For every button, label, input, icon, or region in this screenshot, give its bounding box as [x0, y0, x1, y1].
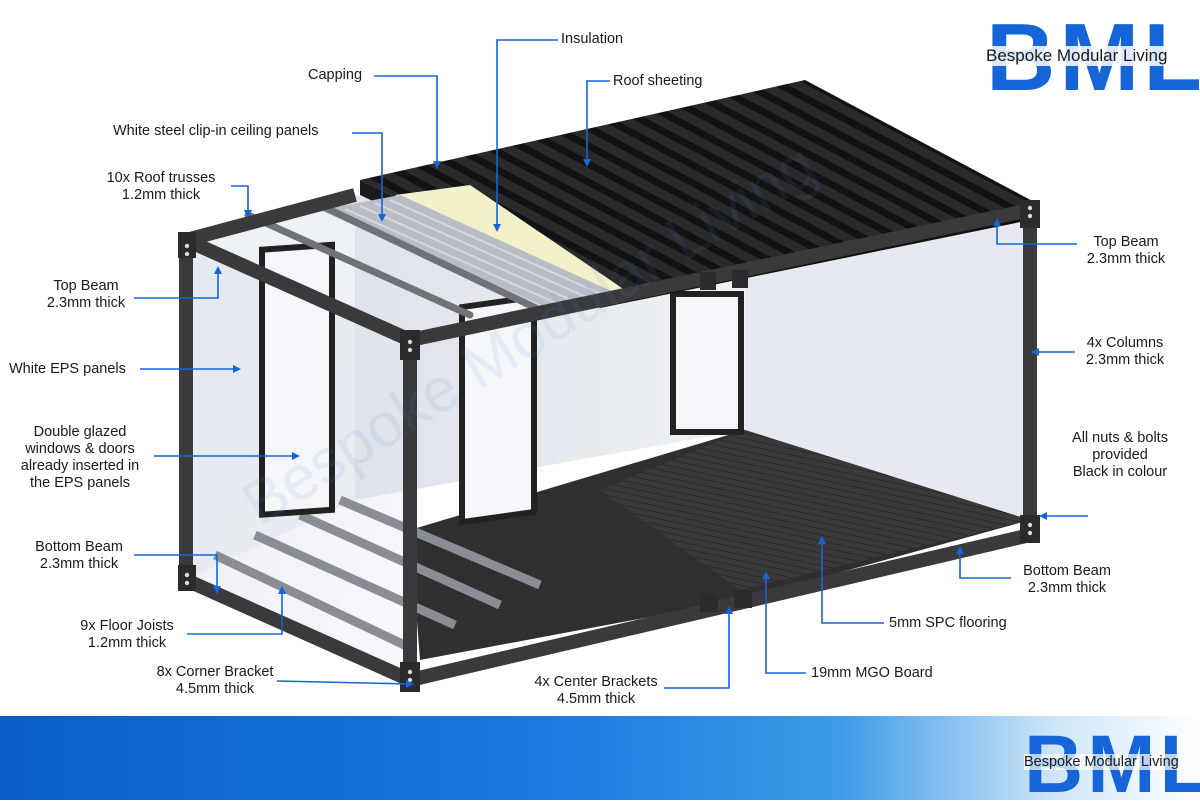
label-roof-trusses: 10x Roof trusses 1.2mm thick: [96, 170, 226, 204]
label-bottom-beam-right-line2: 2.3mm thick: [1027, 580, 1107, 596]
label-top-beam-left: Top Beam 2.3mm thick: [36, 278, 136, 312]
label-nuts-bolts-line1: All nuts & bolts: [1072, 430, 1168, 446]
logo-footer: BML Bespoke Modular Living: [1024, 724, 1200, 806]
footer-bar: [0, 716, 1200, 800]
label-floor-joists-line1: 9x Floor Joists: [80, 618, 174, 634]
label-double-glazed-line3: already inserted in: [20, 458, 140, 474]
label-top-beam-right: Top Beam 2.3mm thick: [1074, 234, 1178, 268]
label-columns: 4x Columns 2.3mm thick: [1072, 335, 1178, 369]
label-double-glazed-line2: windows & doors: [25, 441, 135, 457]
label-corner-bracket-line2: 4.5mm thick: [175, 681, 255, 697]
floor-joists: [213, 495, 542, 655]
steel-frame: [179, 188, 1037, 691]
floor: [410, 430, 1030, 660]
leader-lines: [134, 39, 1088, 689]
label-columns-line1: 4x Columns: [1086, 335, 1164, 351]
logo-top: BML Bespoke Modular Living: [986, 10, 1200, 106]
label-top-beam-right-line1: Top Beam: [1093, 234, 1159, 250]
label-white-eps: White EPS panels: [9, 361, 126, 377]
bolt-holes: [184, 205, 1033, 683]
label-mgo-board: 19mm MGO Board: [811, 665, 933, 681]
label-center-brackets-line1: 4x Center Brackets: [534, 674, 658, 690]
label-columns-line2: 2.3mm thick: [1085, 352, 1165, 368]
label-nuts-bolts-line2: provided: [1092, 447, 1148, 463]
label-center-brackets: 4x Center Brackets 4.5mm thick: [528, 674, 664, 708]
logo-top-tagline: Bespoke Modular Living: [986, 46, 1168, 66]
label-center-brackets-line2: 4.5mm thick: [556, 691, 636, 707]
label-spc-flooring: 5mm SPC flooring: [889, 615, 1007, 631]
label-roof-trusses-line1: 10x Roof trusses: [106, 170, 216, 186]
label-top-beam-right-line2: 2.3mm thick: [1086, 251, 1166, 267]
label-double-glazed-line4: the EPS panels: [30, 475, 130, 491]
label-double-glazed-line1: Double glazed: [33, 424, 127, 440]
logo-footer-tagline: Bespoke Modular Living: [1024, 754, 1179, 770]
label-nuts-bolts: All nuts & bolts provided Black in colou…: [1058, 430, 1182, 481]
label-nuts-bolts-line3: Black in colour: [1072, 464, 1168, 480]
label-corner-bracket: 8x Corner Bracket 4.5mm thick: [150, 664, 280, 698]
windows: [259, 241, 744, 526]
label-ceiling-panels: White steel clip-in ceiling panels: [113, 123, 319, 139]
label-bottom-beam-right: Bottom Beam 2.3mm thick: [1008, 563, 1126, 597]
label-insulation: Insulation: [561, 31, 624, 47]
label-top-beam-left-line1: Top Beam: [53, 278, 119, 294]
label-bottom-beam-left: Bottom Beam 2.3mm thick: [20, 539, 138, 573]
corner-brackets: [178, 200, 1040, 692]
label-roof-sheeting: Roof sheeting: [613, 73, 703, 89]
label-top-beam-left-line2: 2.3mm thick: [46, 295, 126, 311]
label-corner-bracket-line1: 8x Corner Bracket: [156, 664, 274, 680]
label-floor-joists-line2: 1.2mm thick: [87, 635, 167, 651]
right-end-wall: [745, 210, 1030, 520]
label-bottom-beam-right-line1: Bottom Beam: [1023, 563, 1111, 579]
label-capping: Capping: [308, 67, 363, 83]
leader-arrowheads: [213, 159, 1047, 688]
label-roof-trusses-line2: 1.2mm thick: [121, 187, 201, 203]
label-floor-joists: 9x Floor Joists 1.2mm thick: [68, 618, 186, 652]
label-bottom-beam-left-line1: Bottom Beam: [35, 539, 123, 555]
label-bottom-beam-left-line2: 2.3mm thick: [39, 556, 119, 572]
label-double-glazed: Double glazed windows & doors already in…: [6, 424, 154, 492]
